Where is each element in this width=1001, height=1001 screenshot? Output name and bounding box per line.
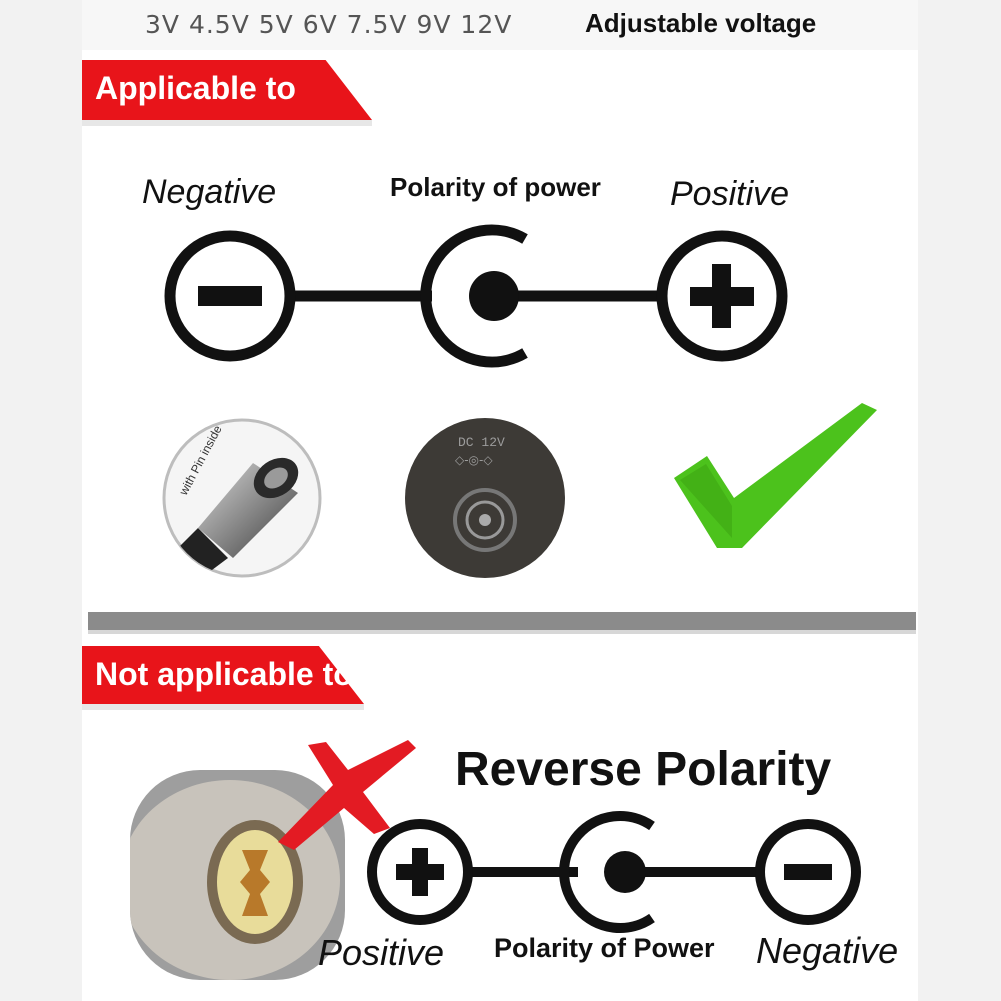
- adjustable-voltage-label: Adjustable voltage: [585, 8, 817, 38]
- polarity-center-pin-icon: [420, 224, 528, 368]
- dc-socket-image: DC 12V ◇-◎-◇: [405, 418, 565, 578]
- voltage-header: [82, 0, 918, 50]
- cross-icon: [278, 740, 416, 850]
- positive-label: Positive: [670, 175, 790, 213]
- section-divider: [88, 612, 916, 630]
- negative-label: Negative: [142, 173, 277, 211]
- voltage-list: 3V 4.5V 5V 6V 7.5V 9V 12V: [145, 10, 513, 39]
- reverse-plug-image: [130, 770, 345, 980]
- section-divider-shadow: [88, 630, 916, 634]
- reverse-negative-label: Negative: [756, 930, 899, 971]
- not-applicable-banner-label: Not applicable to: [95, 656, 353, 692]
- checkmark-icon: [674, 403, 877, 548]
- socket-caption: DC 12V: [458, 435, 505, 450]
- polarity-center-pin-icon: [559, 811, 655, 933]
- minus-symbol-icon: [164, 230, 296, 362]
- applicable-banner: Applicable to: [82, 60, 372, 126]
- minus-symbol-icon: [755, 819, 861, 925]
- applicable-banner-label: Applicable to: [95, 70, 296, 106]
- plus-symbol-icon: [367, 819, 473, 925]
- polarity-label: Polarity of power: [390, 172, 601, 202]
- plus-symbol-icon: [656, 230, 788, 362]
- svg-text:◇-◎-◇: ◇-◎-◇: [455, 453, 493, 467]
- plug-with-pin-image: with Pin inside: [162, 418, 322, 578]
- not-applicable-banner: Not applicable to: [82, 646, 364, 710]
- reverse-polarity-label: Polarity of Power: [494, 933, 715, 963]
- reverse-polarity-title: Reverse Polarity: [455, 743, 832, 796]
- reverse-positive-label: Positive: [318, 932, 445, 973]
